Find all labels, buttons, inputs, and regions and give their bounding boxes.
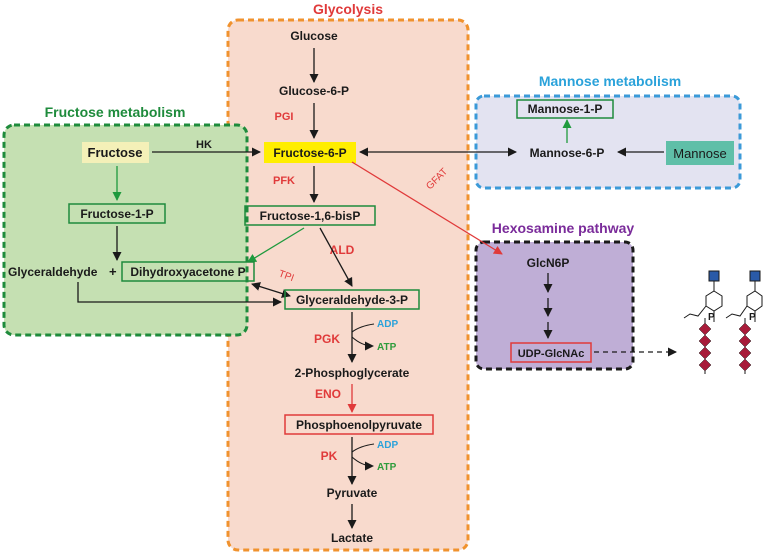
arrow-f6p-glcn6p (351, 161, 503, 255)
arrow-f16bp-g3p (319, 227, 353, 287)
2-phosphoglycerate-label: 2-Phosphoglycerate (295, 366, 410, 380)
mannose-1-p-box (516, 99, 614, 119)
enzyme-tpi: TPI (277, 268, 295, 284)
glycan-structure-2: P (725, 270, 763, 374)
fructose-1-6-bisp-label: Fructose-1,6-bisP (260, 209, 361, 223)
pk-adp-branch (351, 443, 375, 453)
fructose-label: Fructose (88, 145, 143, 160)
sugar-diamond-icon (698, 322, 712, 336)
arrow-glyceraldehyde-g3p (77, 282, 282, 307)
glucose-label: Glucose (290, 29, 338, 43)
glcnac-square-icon (749, 270, 761, 282)
enzyme-pgk: PGK (314, 332, 340, 346)
sugar-diamond-icon (738, 346, 752, 360)
fructose-highlight (82, 142, 149, 163)
fructose-1-p-label: Fructose-1-P (80, 207, 153, 221)
pgk-atp-branch (351, 336, 374, 351)
sugar-diamond-icon (738, 334, 752, 348)
sugar-diamond-icon (738, 358, 752, 372)
enzyme-ald: ALD (330, 243, 355, 257)
fructose-6-p-highlight (264, 142, 356, 163)
glcnac-square-icon (708, 270, 720, 282)
phosphate-label-1: P (708, 312, 715, 323)
pyruvate-label: Pyruvate (327, 486, 378, 500)
g3p-label: Glyceraldehyde-3-P (296, 293, 408, 307)
hexosamine-region (474, 240, 635, 371)
udp-glcnac-label: UDP-GlcNAc (518, 348, 585, 360)
pep-label: Phosphoenolpyruvate (296, 418, 422, 432)
hexosamine-title: Hexosamine pathway (492, 220, 635, 236)
glycolysis-region (226, 18, 470, 552)
fructose-1-p-box (68, 203, 166, 224)
pgk-adp-branch (351, 323, 375, 333)
mannose-label: Mannose (673, 146, 726, 161)
pgk-atp-label: ATP (377, 342, 397, 353)
pk-adp-label: ADP (377, 440, 398, 451)
lactate-label: Lactate (331, 531, 373, 545)
glyceraldehyde-label: Glyceraldehyde (8, 265, 98, 279)
glucose-6-p-label: Glucose-6-P (279, 84, 349, 98)
glcn6p-label: GlcN6P (527, 256, 570, 270)
enzyme-pgi: PGI (275, 111, 294, 123)
fructose-1-6-bisp-box (244, 205, 376, 226)
mannose-1-p-label: Mannose-1-P (528, 102, 603, 116)
enzyme-pfk: PFK (273, 175, 295, 187)
dhap-box (121, 261, 255, 282)
g3p-box (284, 289, 420, 310)
mannose-6-p-label: Mannose-6-P (530, 146, 605, 160)
glycan-structure-1: P (683, 270, 723, 374)
plus-sign: + (109, 264, 117, 279)
udp-glcnac-box (510, 342, 592, 363)
enzyme-hk: HK (196, 139, 212, 151)
fructose-metabolism-title: Fructose metabolism (45, 104, 186, 120)
mannose-highlight (666, 141, 734, 165)
enzyme-pk: PK (321, 449, 338, 463)
sugar-diamond-icon (738, 322, 752, 336)
fructose-metabolism-region (2, 123, 249, 337)
glycolysis-title: Glycolysis (313, 1, 383, 17)
sugar-diamond-icon (698, 346, 712, 360)
enzyme-eno: ENO (315, 387, 341, 401)
pgk-adp-label: ADP (377, 319, 398, 330)
phosphate-label-2: P (749, 312, 756, 323)
arrow-dhap-g3p (251, 282, 291, 298)
dhap-label: Dihydroxyacetone P (130, 265, 245, 279)
sugar-diamond-icon (698, 358, 712, 372)
pk-atp-label: ATP (377, 462, 397, 473)
pep-box (284, 414, 434, 435)
sugar-diamond-icon (698, 334, 712, 348)
arrow-f16bp-dhap (247, 227, 305, 263)
mannose-metabolism-title: Mannose metabolism (539, 73, 681, 89)
pk-atp-branch (351, 456, 374, 471)
fructose-6-p-label: Fructose-6-P (273, 146, 346, 160)
